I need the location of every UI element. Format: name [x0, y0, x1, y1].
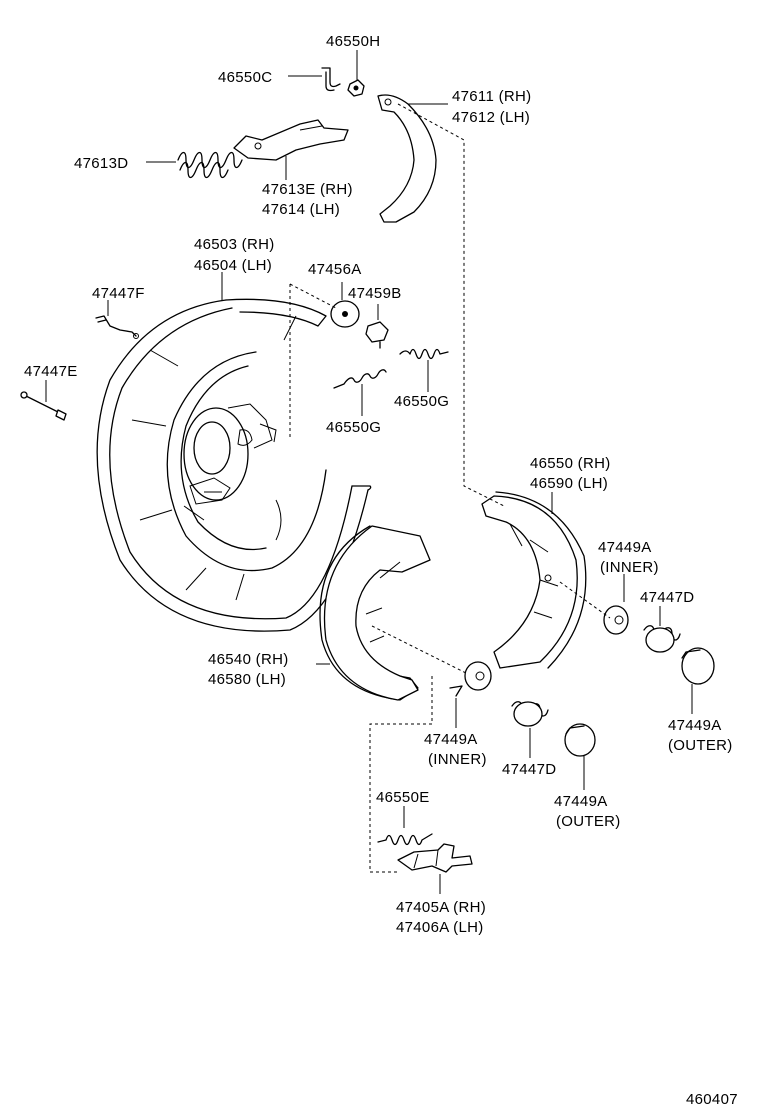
pin-47447e — [20, 380, 67, 421]
plug-47456a — [330, 282, 360, 328]
label-46550: 46550 (RH) — [530, 455, 611, 472]
label-46580: 46580 (LH) — [208, 671, 286, 688]
figure-number: 460407 — [686, 1091, 738, 1108]
label-47449a-outer-left: 47449A — [554, 793, 608, 810]
spring-46550e — [377, 806, 433, 846]
label-47614: 47614 (LH) — [262, 201, 340, 218]
label-47449a-inner-left: 47449A — [424, 731, 478, 748]
dashed-leader-lever — [397, 103, 505, 507]
label-47405a: 47405A (RH) — [396, 899, 486, 916]
wire-47447f — [95, 300, 139, 339]
spring-47447d-right — [643, 606, 681, 653]
nut-46550h — [347, 50, 365, 97]
label-47447d-left: 47447D — [502, 761, 556, 778]
label-46540: 46540 (RH) — [208, 651, 289, 668]
label-46590: 46590 (LH) — [530, 475, 608, 492]
label-47406a: 47406A (LH) — [396, 919, 484, 936]
retainer-outer-right — [681, 647, 715, 714]
clip-46550c — [288, 67, 341, 92]
strut-47613e — [233, 119, 349, 180]
label-47449a-outer-right: 47449A — [668, 717, 722, 734]
retainer-inner-left — [449, 661, 492, 728]
label-46550e: 46550E — [376, 789, 430, 806]
label-47449a-inner-right: 47449A — [598, 539, 652, 556]
retainer-outer-left — [564, 723, 596, 790]
label-outer-right-qualifier: (OUTER) — [668, 737, 733, 754]
label-47611: 47611 (RH) — [452, 88, 531, 105]
label-inner-left-qualifier: (INNER) — [428, 751, 487, 768]
label-47447e: 47447E — [24, 363, 78, 380]
label-47447f: 47447F — [92, 285, 145, 302]
label-46550g-lower: 46550G — [326, 419, 381, 436]
label-47456a: 47456A — [308, 261, 362, 278]
spring-46550g-right — [399, 348, 449, 392]
spring-47613d — [146, 151, 243, 179]
dashed-leader-plug — [289, 283, 337, 440]
spring-47447d-left — [511, 701, 549, 758]
label-47459b: 47459B — [348, 285, 402, 302]
label-46504: 46504 (LH) — [194, 257, 272, 274]
label-46550g-right: 46550G — [394, 393, 449, 410]
label-47613e: 47613E (RH) — [262, 181, 353, 198]
dashed-adjuster-box — [369, 676, 433, 873]
label-46503: 46503 (RH) — [194, 236, 275, 253]
label-46550c: 46550C — [218, 69, 272, 86]
bolt-47459b — [365, 304, 389, 349]
backing-plate-46503 — [96, 272, 372, 632]
label-47447d-right: 47447D — [640, 589, 694, 606]
spring-46550g-lower — [333, 369, 387, 416]
label-47612: 47612 (LH) — [452, 109, 530, 126]
label-inner-right-qualifier: (INNER) — [600, 559, 659, 576]
retainer-inner-right — [603, 574, 629, 635]
brake-shoe-46540 — [316, 525, 431, 701]
label-outer-left-qualifier: (OUTER) — [556, 813, 621, 830]
label-47613d: 47613D — [74, 155, 128, 172]
adjuster-47405a — [397, 843, 473, 894]
lever-47611 — [377, 94, 448, 223]
label-46550h: 46550H — [326, 33, 380, 50]
brake-shoe-46550 — [481, 491, 587, 669]
